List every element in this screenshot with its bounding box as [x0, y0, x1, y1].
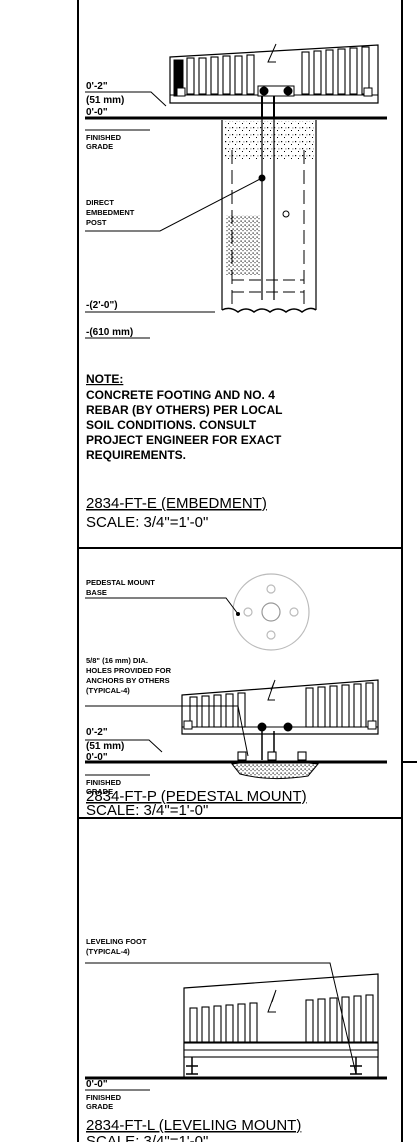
- embedment-dimensions: [85, 91, 263, 339]
- embedment-grade-dim: 0'-0": [86, 107, 108, 118]
- embedment-title: 2834-FT-E (EMBEDMENT): [86, 495, 267, 512]
- pedestal-base-leader: [85, 597, 239, 615]
- post-label-3: POST: [86, 218, 107, 227]
- post-label-1: DIRECT: [86, 198, 114, 207]
- leveling-foot-label-1: LEVELING FOOT: [86, 937, 147, 946]
- leveling-detail: LEVELING FOOT (TYPICAL-4) 0'-0" FINISHED…: [85, 937, 387, 1142]
- pedestal-title: 2834-FT-P (PEDESTAL MOUNT): [86, 788, 307, 805]
- holes-label-1: 5/8" (16 mm) DIA.: [86, 656, 148, 665]
- embedment-grade-label-2: GRADE: [86, 142, 113, 151]
- leveling-grade-label-1: FINISHED: [86, 1093, 122, 1102]
- embedment-grade-label-1: FINISHED: [86, 133, 122, 142]
- concrete-footing: [221, 120, 317, 313]
- embedment-depth-dim-mm: -(610 mm): [86, 327, 133, 338]
- pedestal-grade-dim: 0'-0": [86, 752, 108, 763]
- embedment-dim-top: 0'-2": [86, 81, 108, 92]
- pedestal-base-label-1: PEDESTAL MOUNT: [86, 578, 155, 587]
- leveling-grade-label-2: GRADE: [86, 1102, 113, 1111]
- holes-label-4: (TYPICAL-4): [86, 686, 130, 695]
- pedestal-dim-top-mm: (51 mm): [86, 741, 124, 752]
- note-line-5: REQUIREMENTS.: [86, 448, 186, 462]
- note-line-4: PROJECT ENGINEER FOR EXACT: [86, 433, 282, 447]
- embedment-scale: SCALE: 3/4"=1'-0": [86, 514, 208, 531]
- post-label-2: EMBEDMENT: [86, 208, 135, 217]
- pedestal-scale: SCALE: 3/4"=1'-0": [86, 802, 208, 819]
- pedestal-dimensions: [85, 705, 249, 776]
- embedment-dim-top-mm: (51 mm): [86, 95, 124, 106]
- sheet-frame: [77, 0, 417, 1142]
- note-line-3: SOIL CONDITIONS. CONSULT: [86, 418, 257, 432]
- pedestal-base-label-2: BASE: [86, 588, 107, 597]
- pedestal-grade-label-2: GRADE: [86, 787, 113, 796]
- pedestal-base-plan: [232, 573, 310, 651]
- embedment-detail: 0'-2" (51 mm) 0'-0" FINISHED GRADE DIREC…: [85, 43, 387, 531]
- holes-label-3: ANCHORS BY OTHERS: [86, 676, 170, 685]
- pedestal-rail: [181, 679, 379, 761]
- pedestal-dim-top: 0'-2": [86, 727, 108, 738]
- leveling-grade-dim: 0'-0": [86, 1079, 108, 1090]
- pedestal-grade-label-1: FINISHED: [86, 778, 122, 787]
- embedment-rail: [169, 43, 379, 104]
- leveling-scale: SCALE: 3/4"=1'-0": [86, 1133, 208, 1142]
- note-title: NOTE:: [86, 372, 123, 386]
- embedment-depth-dim: -(2'-0"): [86, 300, 118, 311]
- leveling-rail: [183, 973, 379, 1079]
- note-line-1: CONCRETE FOOTING AND NO. 4: [86, 388, 275, 402]
- note-line-2: REBAR (BY OTHERS) PER LOCAL: [86, 403, 282, 417]
- pedestal-base-leader-dot: [236, 612, 240, 616]
- pedestal-anchor-pad: [231, 760, 319, 780]
- leveling-foot-label-2: (TYPICAL-4): [86, 947, 130, 956]
- leveling-title: 2834-FT-L (LEVELING MOUNT): [86, 1117, 301, 1134]
- pedestal-detail: PEDESTAL MOUNT BASE 5/8" (16 mm) DIA. HO…: [85, 573, 387, 819]
- leveling-dimensions: [85, 962, 357, 1091]
- holes-label-2: HOLES PROVIDED FOR: [86, 666, 172, 675]
